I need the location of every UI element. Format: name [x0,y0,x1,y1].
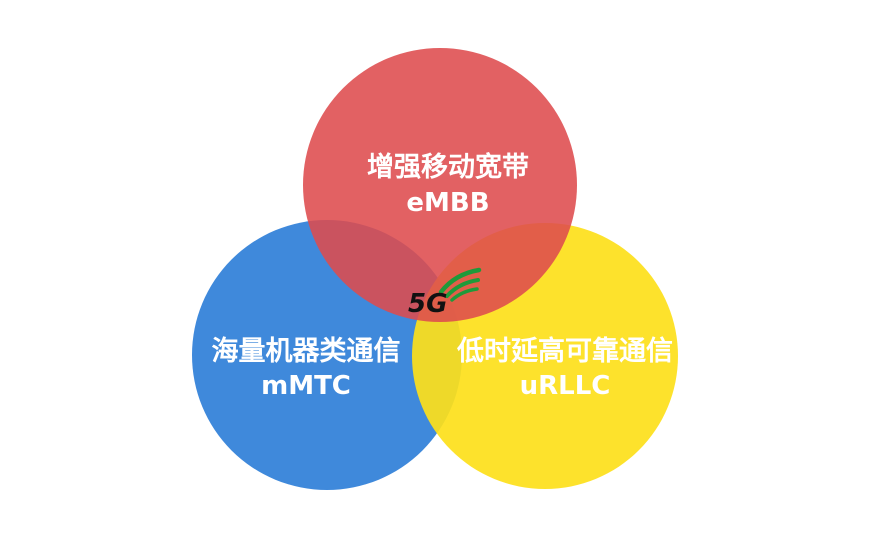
5g-logo-text: 5G [408,289,447,319]
label-mmtc-en: mMTC [261,371,351,401]
label-urllc-zh: 低时延高可靠通信 [456,335,673,367]
5g-logo: 5G [408,267,482,319]
label-embb-en: eMBB [406,188,489,218]
label-embb-zh: 增强移动宽带 [367,151,529,183]
label-mmtc-zh: 海量机器类通信 [212,336,401,367]
label-urllc-en: uRLLC [520,371,611,401]
circle-embb [303,48,577,322]
signal-arcs-icon [438,267,482,302]
